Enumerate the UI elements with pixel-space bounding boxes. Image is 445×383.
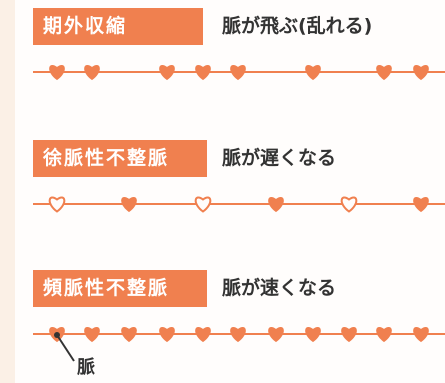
heart-filled-icon xyxy=(413,65,429,81)
heart-filled-icon xyxy=(84,327,100,343)
row-tag: 徐脈性不整脈 xyxy=(33,140,207,177)
diagram-panel xyxy=(15,0,445,383)
heart-filled-icon xyxy=(49,65,65,81)
heart-filled-icon xyxy=(84,65,100,81)
row-caption: 脈が飛ぶ(乱れる) xyxy=(222,15,373,37)
row-tag: 期外収縮 xyxy=(33,8,203,45)
heart-filled-icon xyxy=(376,65,392,81)
heart-filled-icon xyxy=(230,327,246,343)
heart-filled-icon xyxy=(121,197,137,213)
heart-outline-icon xyxy=(194,196,212,213)
heart-filled-icon xyxy=(376,327,392,343)
pulse-line xyxy=(33,327,445,343)
heart-filled-icon xyxy=(159,65,175,81)
callout-label: 脈 xyxy=(77,357,95,378)
heart-outline-icon xyxy=(340,196,358,213)
heart-filled-icon xyxy=(121,327,137,343)
heart-filled-icon xyxy=(341,327,357,343)
heart-filled-icon xyxy=(305,65,321,81)
pulse-track xyxy=(0,322,445,346)
heart-filled-icon xyxy=(230,65,246,81)
row-caption: 脈が速くなる xyxy=(222,277,337,299)
row-caption: 脈が遅くなる xyxy=(222,147,337,169)
heart-filled-icon xyxy=(268,197,284,213)
heart-filled-icon xyxy=(305,327,321,343)
heart-filled-icon xyxy=(159,327,175,343)
heart-filled-icon xyxy=(195,327,211,343)
heart-filled-icon xyxy=(49,327,65,343)
pulse-track xyxy=(0,192,445,216)
heart-filled-icon xyxy=(268,327,284,343)
heart-filled-icon xyxy=(413,197,429,213)
heart-filled-icon xyxy=(195,65,211,81)
heart-filled-icon xyxy=(413,327,429,343)
pulse-line xyxy=(33,196,445,213)
row-tag: 頻脈性不整脈 xyxy=(33,270,207,307)
pulse-track xyxy=(0,60,445,84)
heart-outline-icon xyxy=(48,196,66,213)
pulse-line xyxy=(33,65,445,81)
